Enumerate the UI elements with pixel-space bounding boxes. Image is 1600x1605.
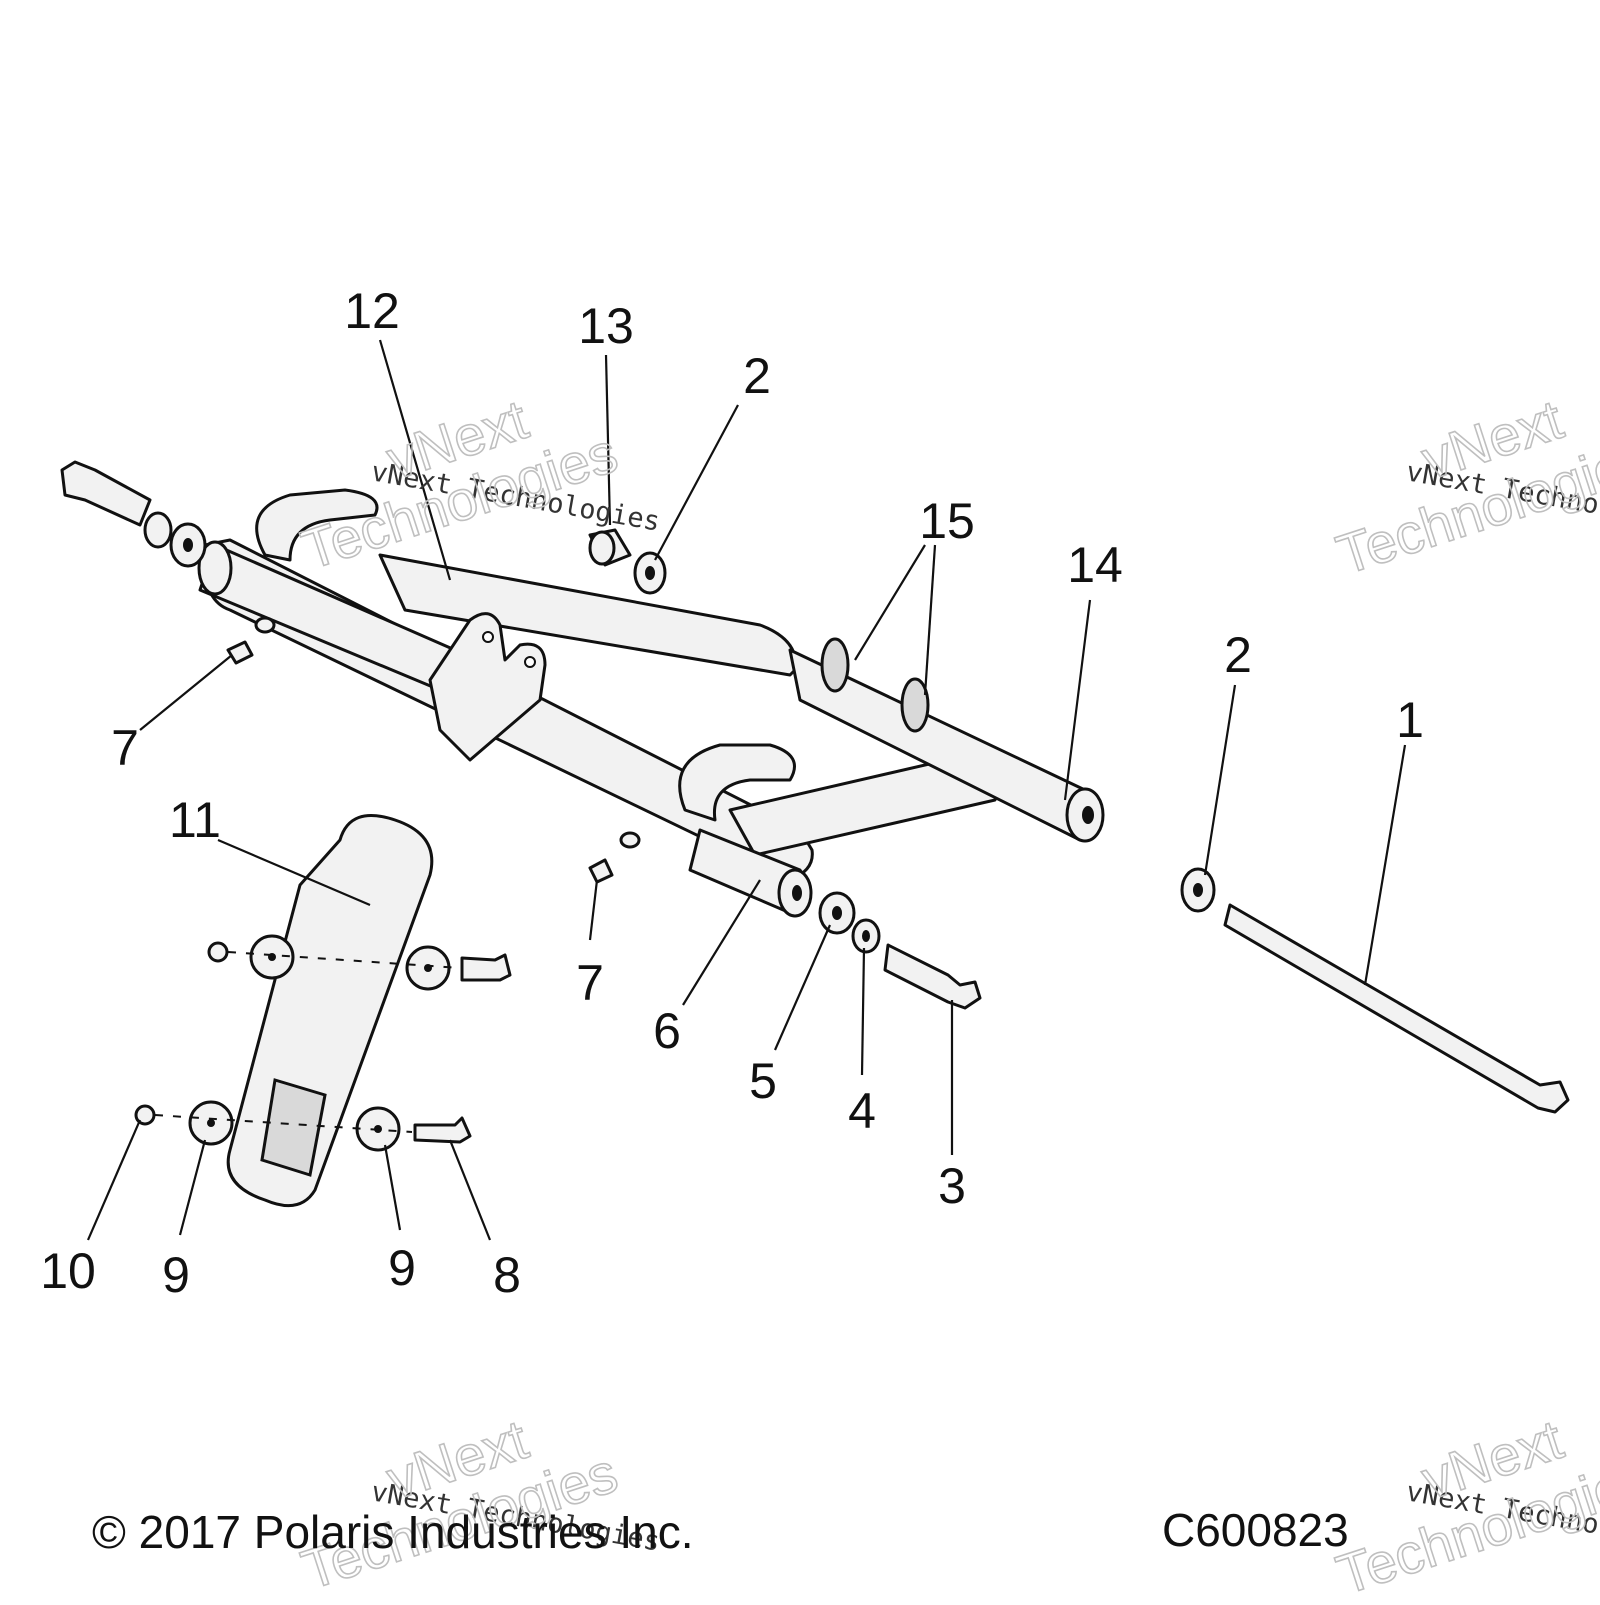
shock-bracket: [428, 612, 547, 762]
callout-1: 1: [1396, 692, 1424, 748]
left-pivot-hardware: [60, 460, 207, 568]
nut-10: [134, 1104, 156, 1126]
nut-upper: [207, 941, 229, 963]
bracket-hole-b: [524, 656, 536, 668]
leader-15a: [854, 544, 926, 661]
cross-tube-end: [197, 540, 233, 596]
leader-9-right: [383, 1144, 402, 1231]
callout-9-right: 9: [388, 1240, 416, 1296]
bushing-15a: [820, 637, 850, 693]
leader-4: [860, 947, 866, 1076]
leader-8: [448, 1139, 492, 1241]
washer-2-top-hole: [645, 566, 655, 580]
washer-2-right-hole: [1193, 883, 1203, 897]
upper-loop-handle: [255, 488, 379, 562]
right-pivot-hardware: [818, 891, 982, 1010]
callout-4: 4: [848, 1083, 876, 1139]
shock-link-assembly: [134, 814, 512, 1208]
leader-15b: [923, 544, 937, 696]
axle-bolt-1: [1223, 903, 1570, 1114]
grease-fitting-a: [226, 640, 254, 665]
figure-code: C600823: [1162, 1504, 1349, 1556]
upper-hardware-axis: [227, 951, 461, 969]
lower-loop-handle: [678, 743, 796, 822]
copyright-text: © 2017 Polaris Industries Inc.: [92, 1506, 694, 1558]
shock-link-lower-block: [260, 1078, 327, 1177]
leader-11: [217, 838, 371, 907]
grease-boss-a: [254, 616, 276, 634]
grease-boss-b: [619, 831, 641, 849]
callout-2-right: 2: [1224, 627, 1252, 683]
leader-2-top: [654, 404, 739, 561]
callout-2-top: 2: [743, 348, 771, 404]
leader-2-right: [1203, 684, 1237, 876]
axle-bolt-group: [1180, 867, 1570, 1114]
leader-7a: [139, 654, 233, 731]
callout-labels: 12 13 2 15 14 2 1 7 11 7 6 5 4 3 10 9 9 …: [40, 283, 1424, 1303]
callout-11: 11: [169, 792, 221, 848]
left-pivot-bolt: [60, 460, 152, 527]
washer-5-hole: [832, 906, 842, 920]
lower-hardware-axis: [154, 1114, 413, 1133]
upper-arm-tube: [378, 553, 798, 677]
leader-lines: [86, 339, 1407, 1241]
bolt-upper: [460, 953, 512, 982]
callout-13: 13: [578, 298, 634, 354]
spacer-and-washer: [588, 528, 667, 595]
callout-5: 5: [749, 1053, 777, 1109]
callout-8: 8: [493, 1247, 521, 1303]
axle-bore: [1082, 806, 1094, 824]
leader-12: [378, 339, 452, 581]
left-washer-b-hole: [183, 538, 193, 552]
leader-6: [682, 879, 761, 1006]
swing-arm-assembly: [197, 488, 1105, 918]
leader-9-left: [178, 1139, 207, 1236]
leader-14: [1063, 599, 1092, 801]
callout-7-left: 7: [111, 720, 139, 776]
washer-9-left-hole: [207, 1119, 215, 1127]
bracket-hole-a: [482, 631, 494, 643]
callout-6: 6: [653, 1003, 681, 1059]
callout-3: 3: [938, 1158, 966, 1214]
shock-link-11: [226, 814, 434, 1208]
washer-4-hole: [862, 930, 870, 942]
grease-fitting-b: [588, 858, 614, 884]
callout-14: 14: [1067, 537, 1123, 593]
callout-12: 12: [344, 283, 400, 339]
leader-13: [604, 354, 612, 526]
callout-9-left: 9: [162, 1247, 190, 1303]
leader-1: [1363, 744, 1407, 986]
pivot-bore: [792, 885, 802, 901]
bolt-8: [413, 1116, 472, 1144]
bolt-3: [883, 943, 982, 1010]
leader-10: [86, 1119, 142, 1241]
callout-15: 15: [919, 493, 975, 549]
left-washer-a: [143, 511, 173, 549]
leader-5: [773, 924, 832, 1051]
leader-7b: [588, 879, 599, 941]
callout-7-right: 7: [576, 955, 604, 1011]
spacer-13-end: [588, 530, 616, 566]
bushing-15b: [900, 677, 930, 733]
callout-10: 10: [40, 1243, 96, 1299]
grease-fittings: [226, 640, 614, 884]
